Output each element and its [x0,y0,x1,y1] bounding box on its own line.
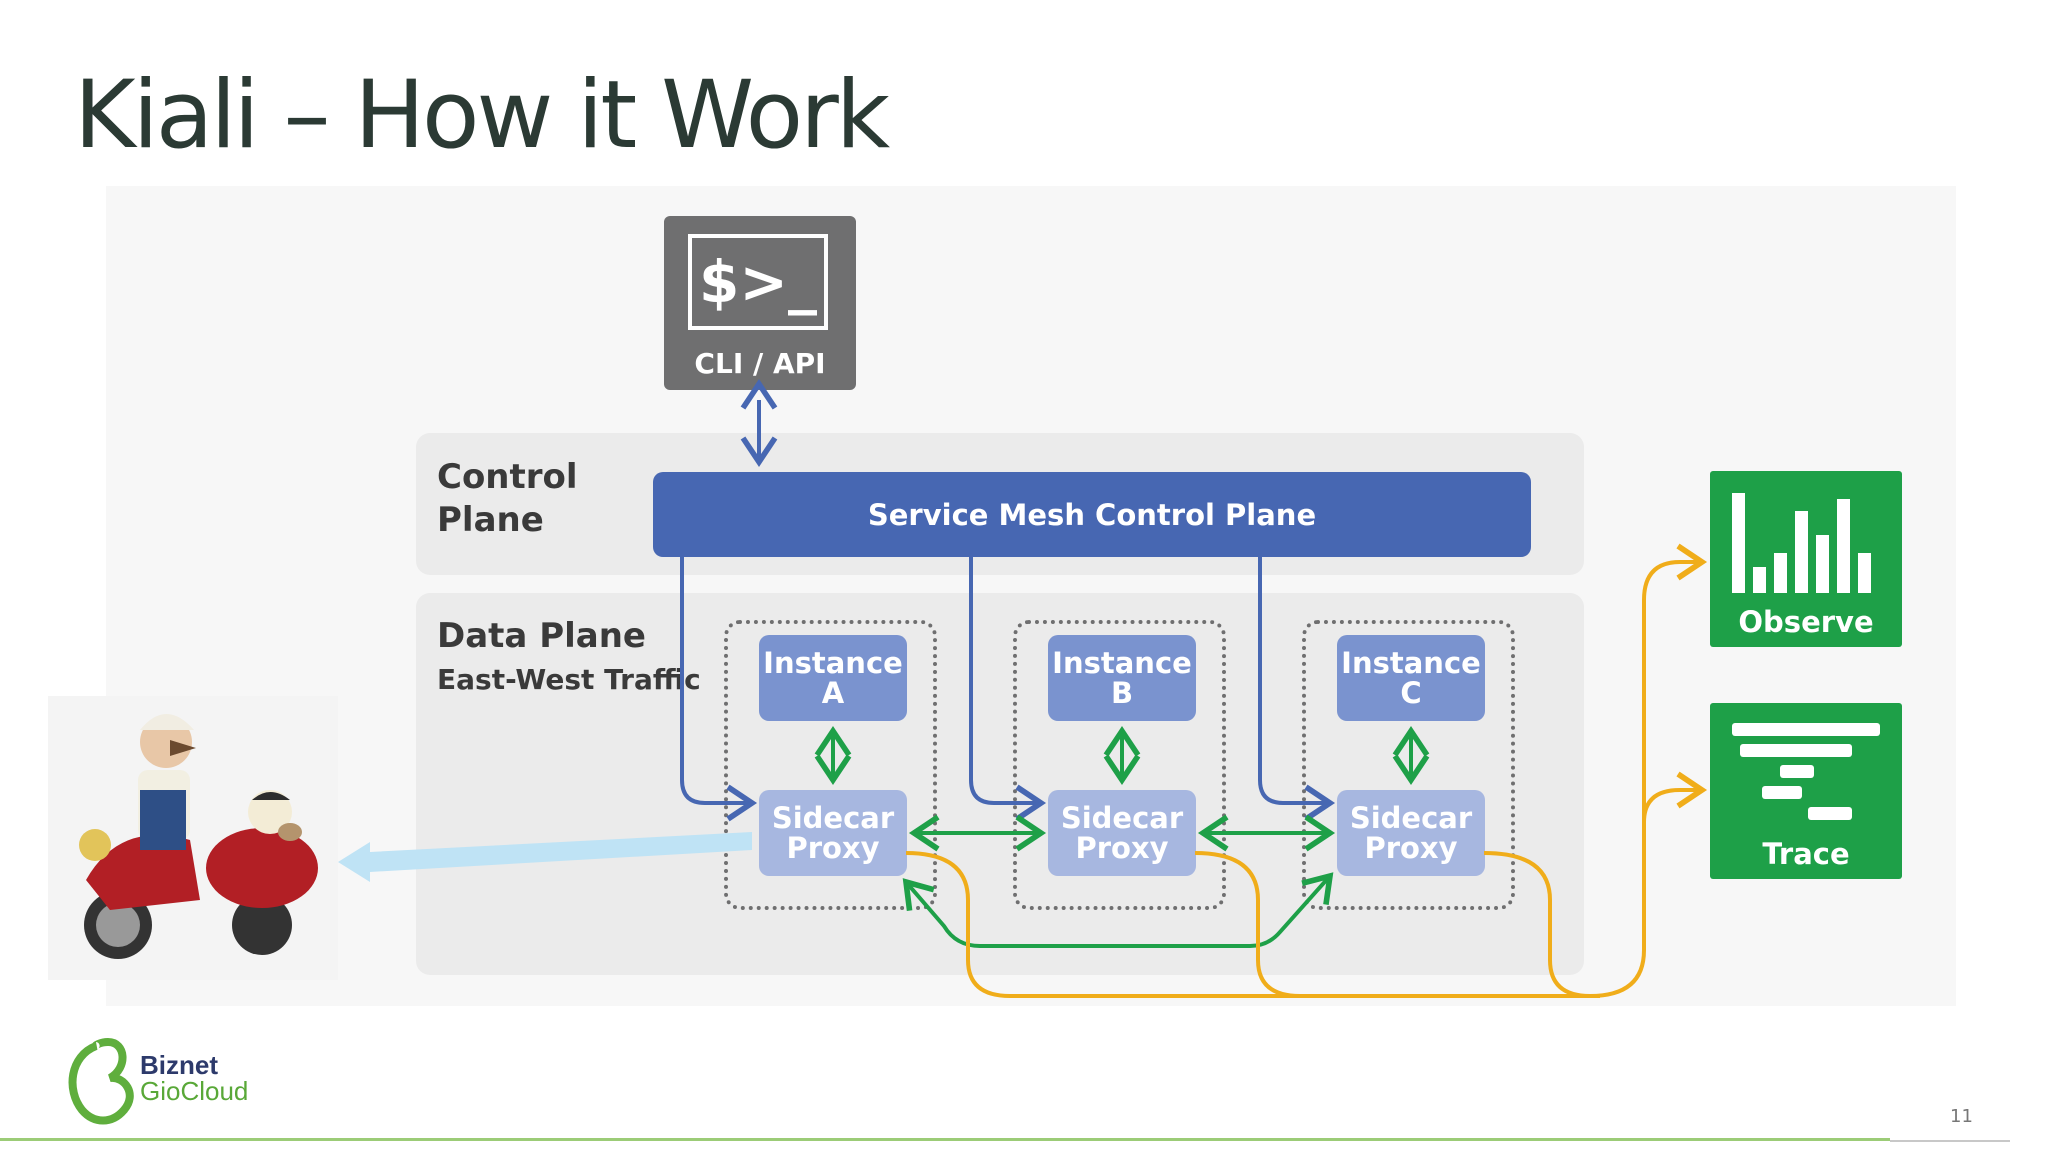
observe-card: Observe [1710,471,1902,647]
footer-line-gray [1890,1140,2010,1142]
instance-b-line2: B [1110,676,1134,710]
terminal-icon: $>_ [688,234,828,330]
instance-a-line2: A [821,676,845,710]
sidecar-a-line1: Sidecar [771,800,895,835]
biznet-logo-mark [68,1037,134,1125]
data-plane-label: Data Plane [437,616,646,656]
cli-api-box: $>_ CLI / API [664,216,856,390]
logo-text-giocloud: GioCloud [140,1076,249,1106]
trace-card: Trace [1710,703,1902,879]
bar-chart-icon [1732,493,1871,593]
instance-b-line1: Instance [1052,645,1192,680]
sidecar-b-line1: Sidecar [1060,800,1184,835]
logo-text-biznet: Biznet [140,1050,218,1080]
instance-c-line2: C [1400,676,1422,710]
instance-a-line1: Instance [763,645,903,680]
sidecar-c-line2: Proxy [1364,831,1458,865]
slide-title: Kiali – How it Work [74,61,890,170]
service-mesh-control-plane: Service Mesh Control Plane [653,472,1531,557]
control-plane-label-line2: Plane [437,499,544,540]
cli-api-label: CLI / API [694,347,826,380]
control-plane-label: Control Plane [437,456,578,541]
sidecar-a-line2: Proxy [786,831,880,865]
observe-label: Observe [1738,605,1874,639]
control-plane-label-line1: Control [437,457,578,497]
trace-waterfall-icon [1732,723,1880,820]
trace-label: Trace [1762,837,1850,871]
data-plane-sublabel: East-West Traffic [437,663,701,696]
sidecar-b-line2: Proxy [1075,831,1169,865]
instance-c-line1: Instance [1341,645,1481,680]
sidecar-c-line1: Sidecar [1349,800,1473,835]
page-number: 11 [1950,1106,1973,1127]
footer-line [0,1138,1890,1141]
